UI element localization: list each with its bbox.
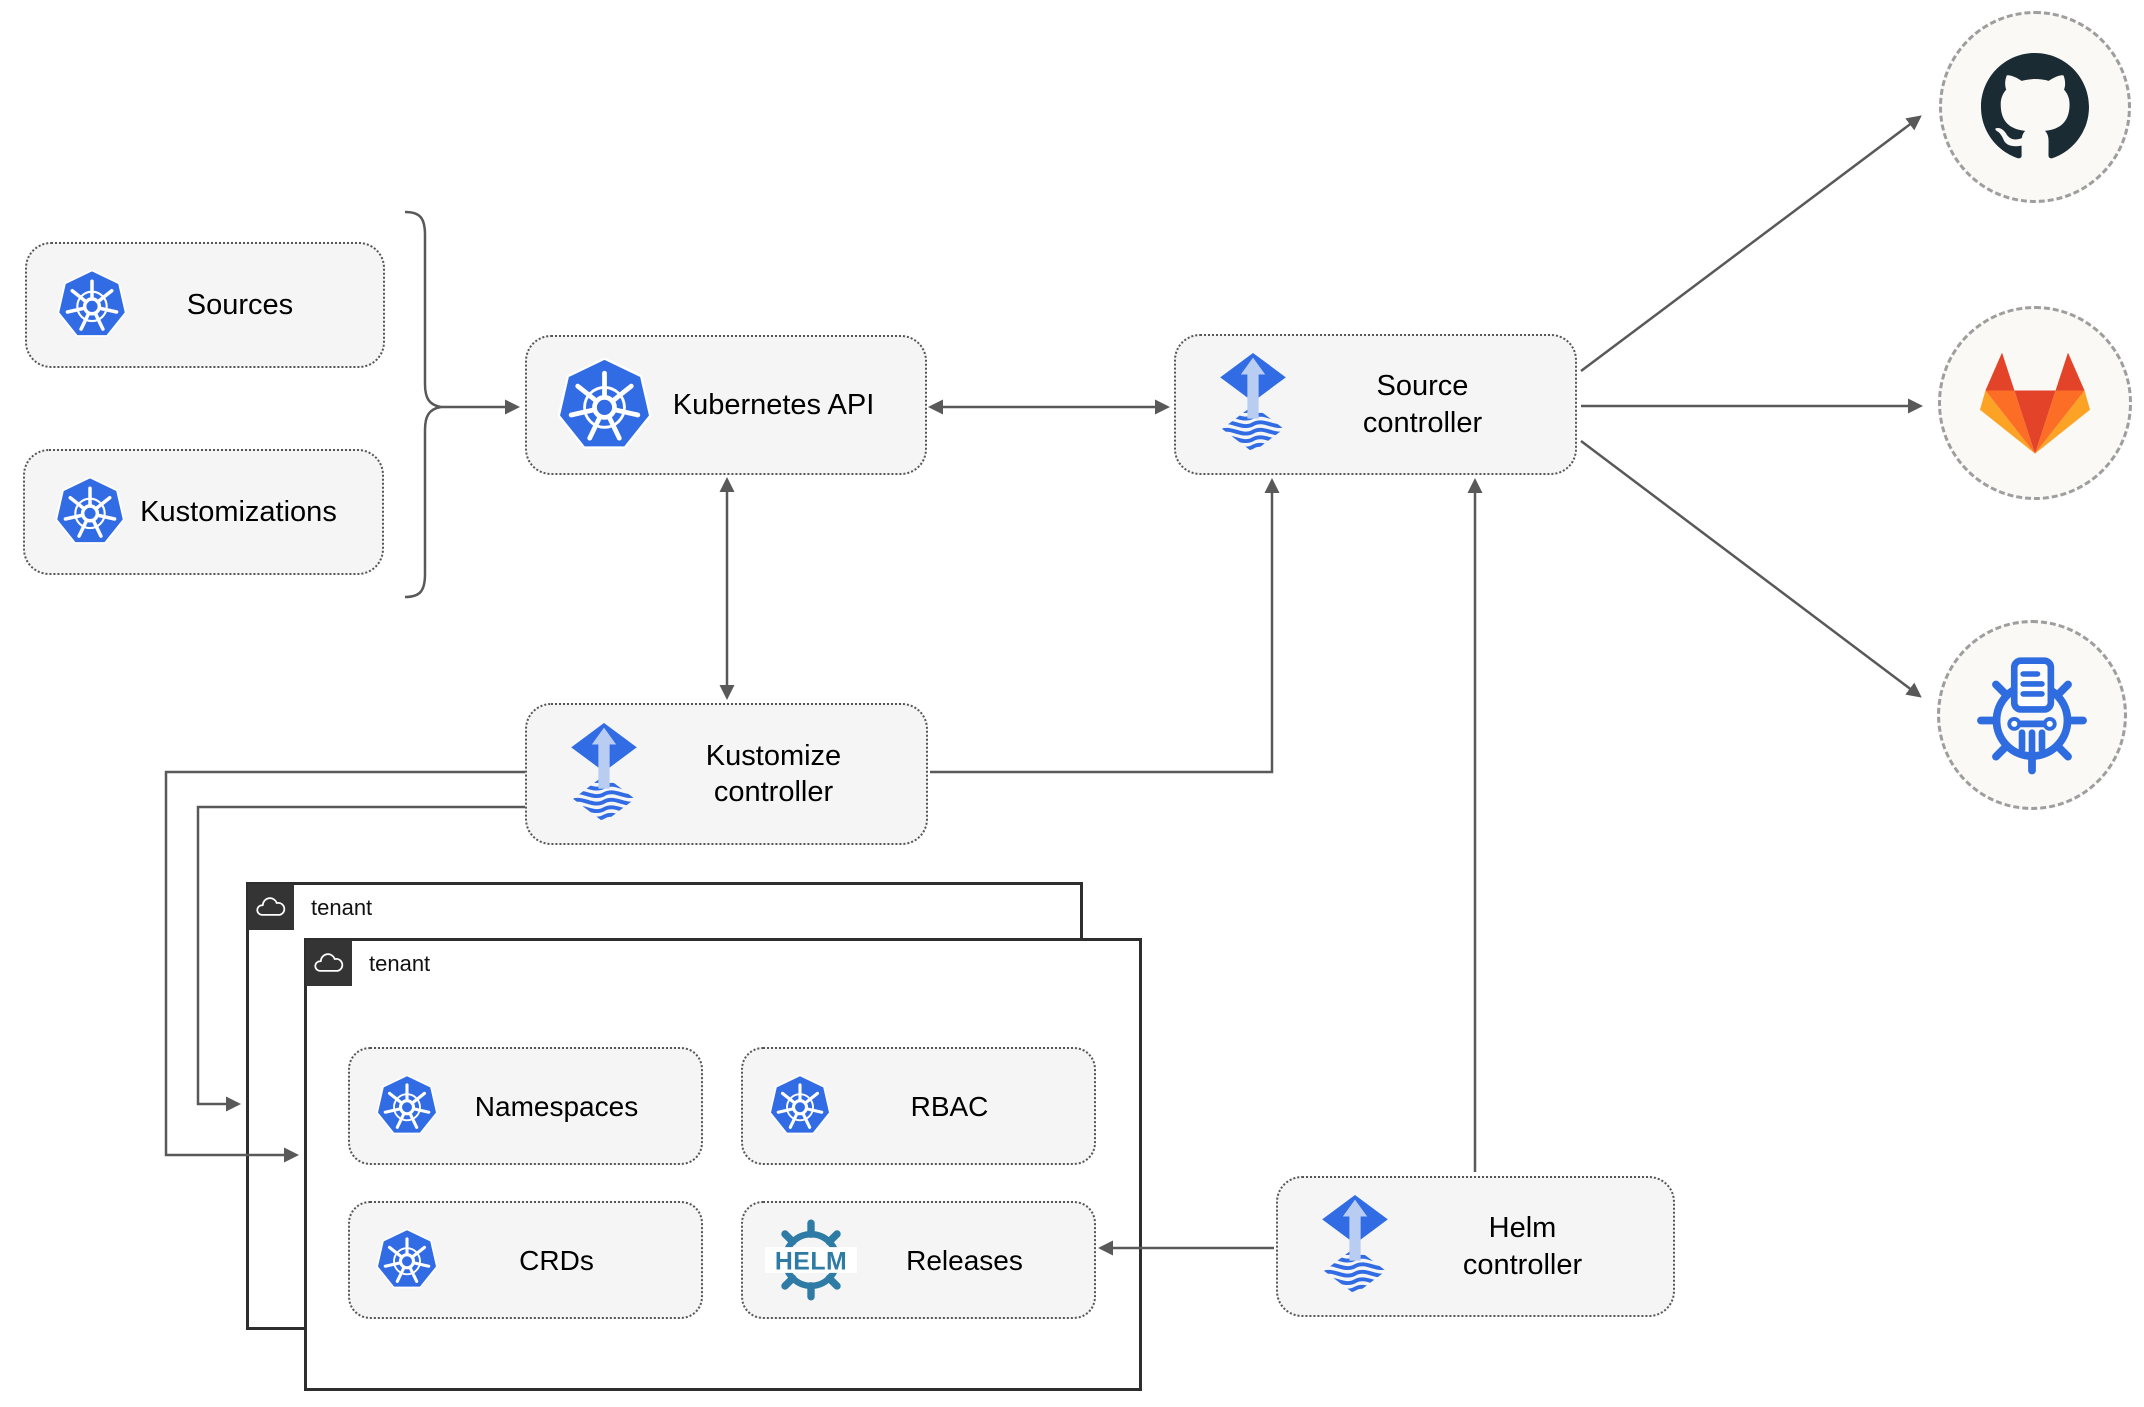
cloud-icon (313, 951, 345, 976)
bracket-sources-kustomizations (404, 210, 442, 599)
flux-icon (1206, 352, 1300, 457)
gitlab-icon (1979, 351, 2091, 455)
node-label: CRDs (519, 1244, 594, 1276)
helm-icon (765, 1214, 857, 1306)
node-label: Kustomize controller (705, 739, 842, 808)
external-gitlab (1938, 306, 2132, 500)
node-namespaces: Namespaces (348, 1047, 703, 1165)
node-label: RBAC (910, 1090, 989, 1122)
external-github (1939, 11, 2131, 203)
external-helm-repository (1937, 620, 2127, 810)
tenant-group-front: tenant Namespaces RBAC CRDs Releases (304, 938, 1142, 1391)
kubernetes-icon (769, 1075, 831, 1137)
tenant-header (248, 884, 294, 930)
node-label: Helm controller (1462, 1212, 1583, 1281)
tenant-label: tenant (311, 895, 373, 920)
node-kustomizations: Kustomizations (23, 449, 384, 575)
node-crds: CRDs (348, 1201, 703, 1319)
node-kustomize-controller: Kustomize controller (525, 703, 928, 845)
connector-source-controller-to-github (1580, 115, 1922, 372)
node-label: Releases (906, 1244, 1023, 1276)
node-label: Kubernetes API (672, 388, 875, 421)
kubernetes-icon (57, 270, 127, 340)
node-label: Namespaces (474, 1090, 639, 1122)
flux-icon (557, 722, 651, 827)
github-icon (1981, 53, 2089, 161)
kubernetes-icon (376, 1229, 438, 1291)
kubernetes-icon (55, 477, 125, 547)
chartmuseum-icon (1971, 654, 2093, 776)
connector-kustomize-controller-to-source-controller (930, 478, 1280, 774)
tenant-header (306, 940, 352, 986)
node-sources: Sources (25, 242, 385, 368)
cloud-icon (255, 895, 287, 920)
node-rbac: RBAC (741, 1047, 1096, 1165)
node-label: Source controller (1362, 370, 1483, 439)
node-helm-controller: Helm controller (1276, 1176, 1675, 1317)
node-kubernetes-api: Kubernetes API (525, 335, 927, 475)
node-label: Sources (186, 288, 294, 321)
kubernetes-icon (376, 1075, 438, 1137)
connector-source-controller-to-helm-repository (1580, 440, 1922, 698)
flux-icon (1308, 1194, 1402, 1299)
kubernetes-icon (557, 358, 652, 453)
node-releases: Releases (741, 1201, 1096, 1319)
node-label: Kustomizations (140, 495, 337, 528)
tenant-label: tenant (369, 951, 431, 976)
node-source-controller: Source controller (1174, 334, 1577, 475)
